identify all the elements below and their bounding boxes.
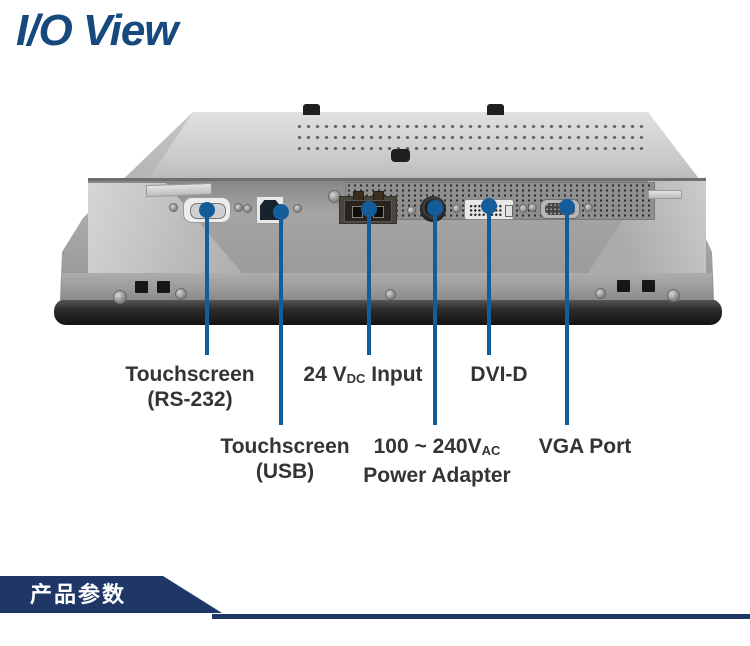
foot-pad <box>135 281 148 293</box>
screw-icon <box>528 203 537 212</box>
section-banner-text: 产品参数 <box>30 582 127 607</box>
label-subscript: DC <box>346 371 366 386</box>
foot-pad <box>617 280 630 292</box>
label-line: (USB) <box>255 460 315 483</box>
label-part: Input <box>365 363 423 386</box>
screw-icon <box>234 203 243 212</box>
label-part: DVI-D <box>470 363 528 386</box>
foot-pad <box>157 281 170 293</box>
dvi-flat-pin <box>505 205 513 217</box>
label-power-adapter: 100 ~ 240VAC Power Adapter <box>347 434 527 488</box>
mount-clip-right <box>487 104 504 115</box>
callout-dot-rs232 <box>199 202 215 218</box>
page-title: I/O View <box>16 6 179 55</box>
callout-dot-vga <box>559 199 575 215</box>
label-24vdc-input: 24 VDC Input <box>273 362 453 391</box>
callout-line-vdc <box>367 209 371 355</box>
mount-bracket-right <box>648 190 682 199</box>
front-bezel-edge <box>54 299 722 325</box>
screw-icon <box>407 206 416 215</box>
top-vent-holes <box>295 121 645 155</box>
label-line: Power Adapter <box>363 464 511 487</box>
screw-icon <box>175 288 187 300</box>
label-dvi-d: DVI-D <box>439 362 559 387</box>
callout-line-vga <box>565 207 569 425</box>
mount-clip-center <box>391 149 410 162</box>
label-part: 100 ~ 240V <box>373 435 482 458</box>
callout-dot-usb <box>273 204 289 220</box>
label-subscript: AC <box>481 443 501 458</box>
screw-icon <box>293 204 302 213</box>
panel-seam <box>88 178 706 182</box>
callout-line-usb <box>279 212 283 425</box>
screw-icon <box>169 203 178 212</box>
screw-icon <box>595 288 606 299</box>
mount-bracket-left <box>145 182 213 198</box>
label-touchscreen-rs232: Touchscreen (RS-232) <box>100 362 280 412</box>
section-banner-rule <box>212 614 750 619</box>
label-line: Touchscreen <box>220 435 350 458</box>
screw-icon <box>667 289 680 302</box>
foot-pad <box>642 280 655 292</box>
screw-icon <box>385 289 396 300</box>
label-line: Touchscreen <box>125 363 255 386</box>
screw-icon <box>243 204 252 213</box>
callout-dot-dvi <box>481 198 497 214</box>
label-vga-port: VGA Port <box>525 434 645 459</box>
mount-clip-left <box>303 104 320 115</box>
screw-icon <box>519 204 528 213</box>
callout-line-dvi <box>487 206 491 355</box>
label-part: 24 V <box>303 363 347 386</box>
label-line: (RS-232) <box>147 388 233 411</box>
screw-icon <box>113 290 127 304</box>
label-touchscreen-usb: Touchscreen (USB) <box>195 434 375 484</box>
screw-icon <box>584 203 593 212</box>
callout-dot-vdc <box>361 201 377 217</box>
screw-icon <box>452 204 461 213</box>
label-line: 100 ~ 240VAC <box>347 434 527 463</box>
callout-line-power <box>433 208 437 425</box>
label-part: VGA Port <box>538 435 632 458</box>
callout-dot-power <box>427 200 443 216</box>
callout-line-rs232 <box>205 210 209 355</box>
